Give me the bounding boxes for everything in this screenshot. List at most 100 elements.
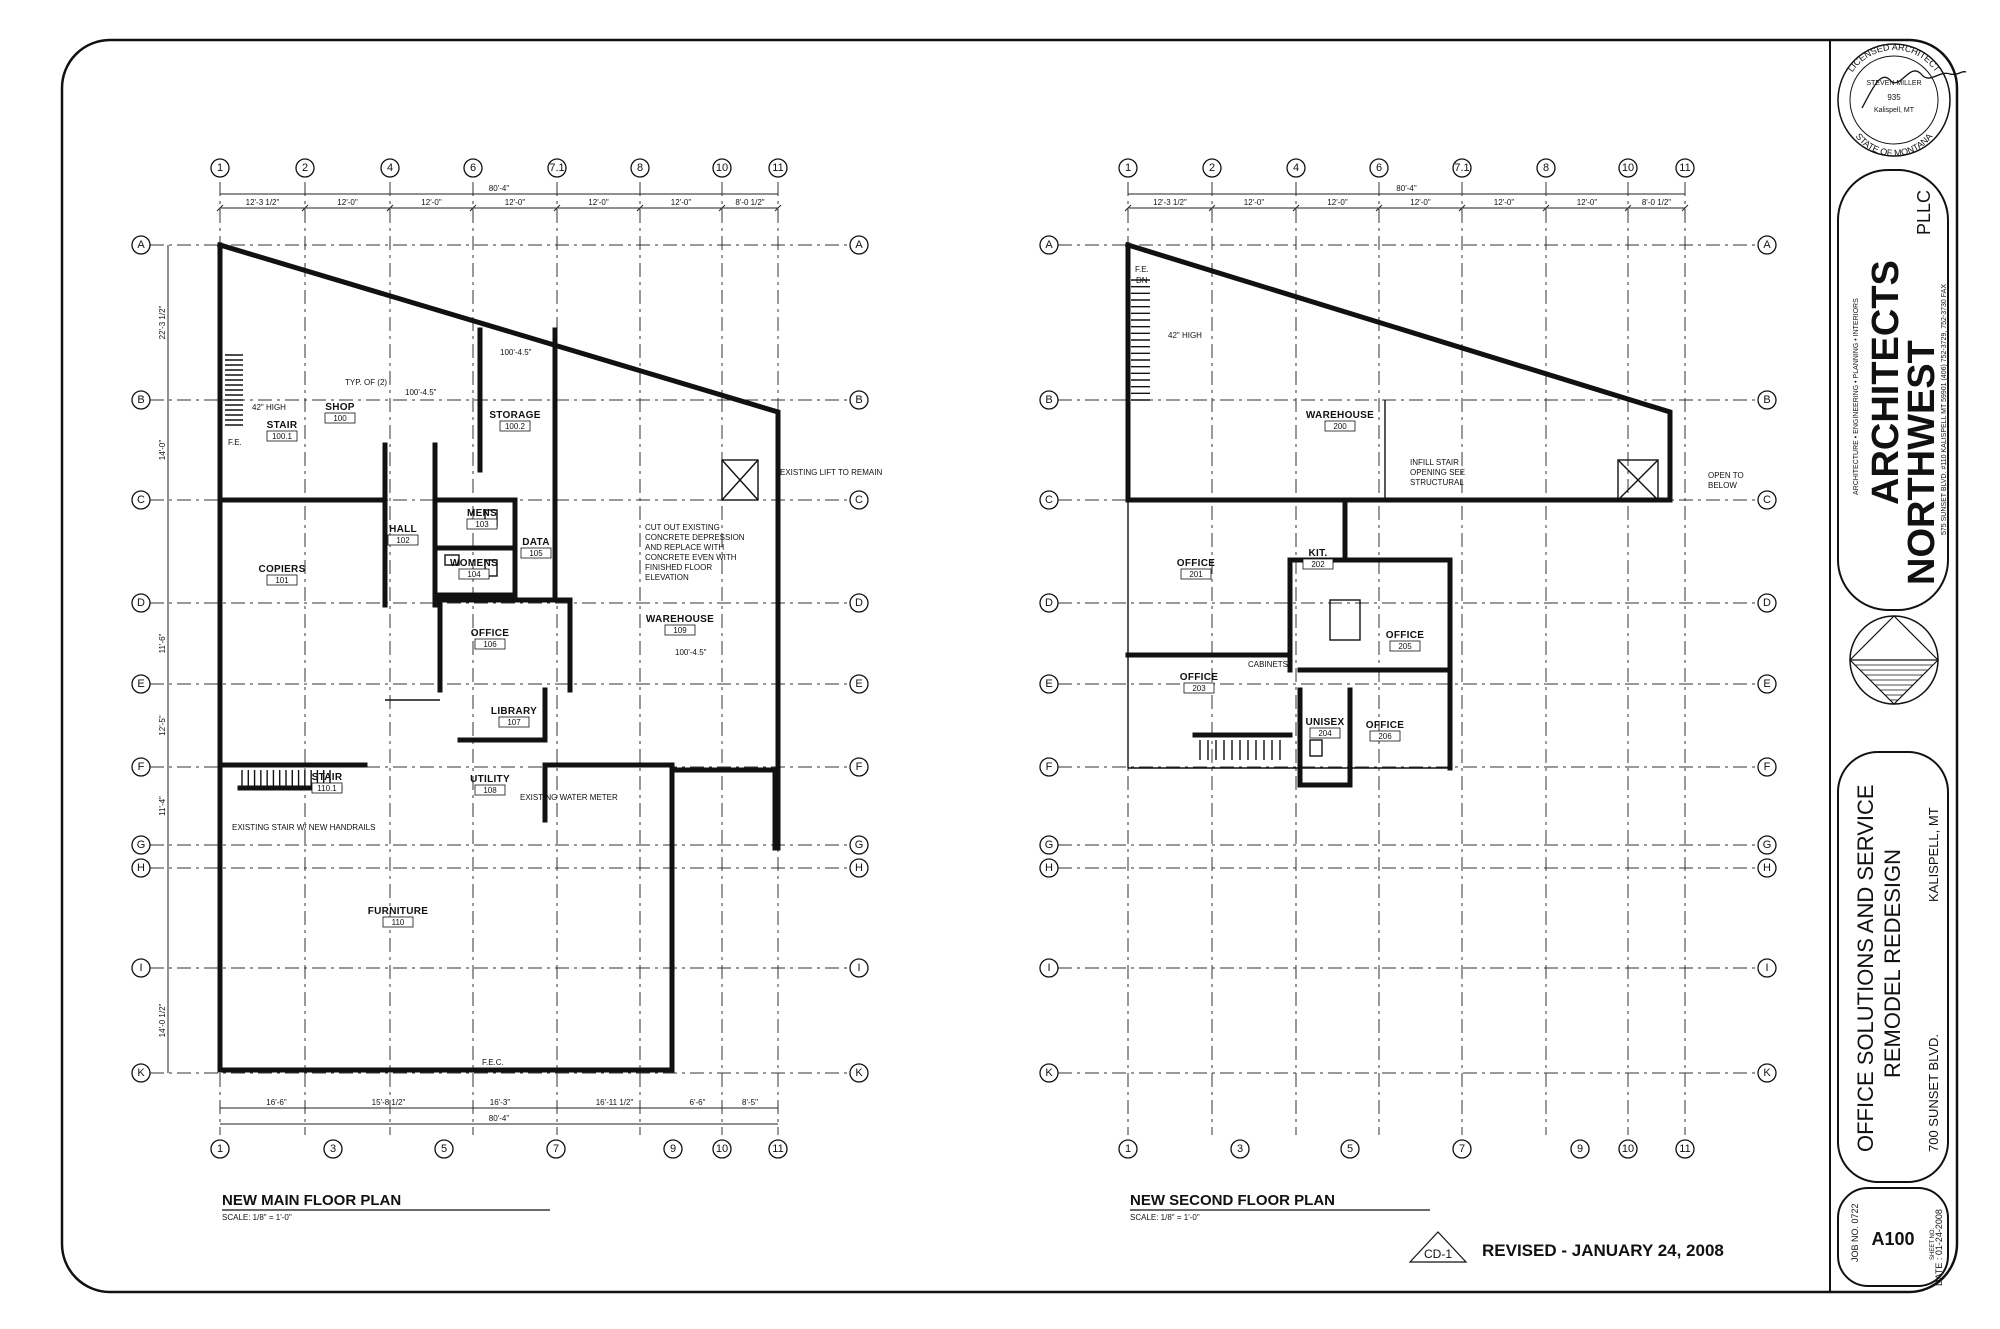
grid-label-row: H xyxy=(1045,862,1053,874)
note-existing-stair: EXISTING STAIR W/ NEW HANDRAILS xyxy=(232,823,375,832)
note-line: OPEN TO xyxy=(1708,471,1744,480)
dimension-tick xyxy=(1458,204,1466,212)
note-cabinets: CABINETS xyxy=(1248,660,1288,669)
grid-label-row-right: K xyxy=(1763,1067,1771,1079)
grid-bubble xyxy=(463,158,483,178)
room-number: 205 xyxy=(1398,642,1412,651)
note-elevation-shop: 100'-4.5" xyxy=(405,388,437,397)
room-name: COPIERS xyxy=(258,564,305,575)
grid-bubble xyxy=(434,1139,454,1159)
grid-bubble xyxy=(768,158,788,178)
grid-label-row: E xyxy=(1045,678,1052,690)
note-42-high: 42" HIGH xyxy=(252,403,286,412)
room-number-box xyxy=(382,916,414,928)
svg-text:STATE OF MONTANA: STATE OF MONTANA xyxy=(1854,131,1934,158)
grid-label-row-right: I xyxy=(1765,962,1768,974)
room-number-box xyxy=(474,638,506,650)
grid-label-row: A xyxy=(137,239,145,251)
grid-label-column-bottom: 3 xyxy=(1237,1143,1243,1155)
revision-tag: CD-1 xyxy=(1424,1247,1452,1261)
grid-label-row-right: G xyxy=(1763,839,1772,851)
room-number-box xyxy=(458,568,490,580)
title-block: LICENSED ARCHITECT STATE OF MONTANA STEV… xyxy=(1837,42,1967,1287)
room-number: 204 xyxy=(1318,729,1332,738)
grid-label-column-bottom: 1 xyxy=(217,1143,223,1155)
room-number-box xyxy=(266,430,298,442)
grid-bubble xyxy=(1757,674,1777,694)
grid-bubble xyxy=(1039,593,1059,613)
room-number: 202 xyxy=(1311,560,1325,569)
dimension-text: 12'-3 1/2" xyxy=(1153,198,1187,207)
dimension-text-side: 11'-6" xyxy=(158,633,167,653)
note-fe: F.E. xyxy=(228,438,242,447)
room-name: WOMENS xyxy=(450,558,498,569)
grid-bubble xyxy=(1757,958,1777,978)
grid-label-row: E xyxy=(137,678,144,690)
room-name: UNISEX xyxy=(1305,717,1344,728)
firm-logo xyxy=(1849,615,1939,705)
grid-label-column: 6 xyxy=(1376,162,1382,174)
room-name: STAIR xyxy=(312,772,343,783)
room-number: 206 xyxy=(1378,732,1392,741)
room-name: WAREHOUSE xyxy=(1306,410,1374,421)
grid-bubble xyxy=(1452,158,1472,178)
grid-label-column-bottom: 9 xyxy=(670,1143,676,1155)
grid-bubble xyxy=(712,158,732,178)
grid-bubble xyxy=(131,390,151,410)
grid-label-row: D xyxy=(1045,597,1053,609)
existing-lift xyxy=(721,459,759,501)
grid-label-column: 4 xyxy=(387,162,393,174)
dimension-tick xyxy=(1124,204,1132,212)
grid-label-row-right: B xyxy=(855,394,862,406)
room-number-box xyxy=(664,624,696,636)
room-number: 200 xyxy=(1333,422,1347,431)
room-number: 105 xyxy=(529,549,543,558)
seal-city: Kalispell, MT xyxy=(1874,107,1915,114)
grid-bubble xyxy=(849,674,869,694)
grid-label-row: D xyxy=(137,597,145,609)
grid-label-row-right: B xyxy=(1763,394,1770,406)
grid-label-column: 2 xyxy=(1209,162,1215,174)
grid-label-row: B xyxy=(137,394,144,406)
room-number: 100.2 xyxy=(505,422,526,431)
grid-label-column: 11 xyxy=(1679,162,1690,174)
grid-label-column: 11 xyxy=(772,162,783,174)
room-number-box xyxy=(1183,682,1215,694)
dimension-text-bottom: 16'-11 1/2" xyxy=(596,1098,634,1107)
grid-label-column: 10 xyxy=(1622,162,1634,174)
note-elevation: 100'-4.5" xyxy=(675,648,707,657)
dimension-text: 12'-0" xyxy=(421,198,442,207)
room-name: OFFICE xyxy=(1180,672,1218,683)
grid-label-column-bottom: 3 xyxy=(330,1143,336,1155)
grid-label-row: I xyxy=(1047,962,1050,974)
grid-label-row: G xyxy=(137,839,146,851)
grid-label-row-right: A xyxy=(855,239,863,251)
grid-label-row: F xyxy=(138,761,145,773)
note-existing-lift: EXISTING LIFT TO REMAIN xyxy=(780,468,882,477)
grid-label-column-bottom: 7 xyxy=(1459,1143,1465,1155)
room-number-box xyxy=(1324,420,1356,432)
kitchen-counter xyxy=(1329,599,1361,641)
grid-bubble xyxy=(210,158,230,178)
room-name: HALL xyxy=(389,524,417,535)
second-plan-scale: SCALE: 1/8" = 1'-0" xyxy=(1130,1213,1200,1222)
grid-label-row-right: I xyxy=(857,962,860,974)
grid-bubble xyxy=(663,1139,683,1159)
grid-bubble xyxy=(131,235,151,255)
room-number-box xyxy=(266,574,298,586)
room-number-box xyxy=(387,534,419,546)
dimension-text-side: 11'-4" xyxy=(158,796,167,816)
note-second-fe: F.E. xyxy=(1135,265,1149,274)
room-number-box xyxy=(520,547,552,559)
room-number: 103 xyxy=(475,520,489,529)
room-number-box xyxy=(1180,568,1212,580)
grid-label-column-bottom: 7 xyxy=(553,1143,559,1155)
grid-label-row: K xyxy=(1045,1067,1053,1079)
grid-bubble xyxy=(1757,593,1777,613)
grid-bubble xyxy=(630,158,650,178)
dimension-text: 12'-3 1/2" xyxy=(246,198,280,207)
sink-fixture xyxy=(444,554,460,566)
grid-bubble xyxy=(131,858,151,878)
open-to-below xyxy=(1617,459,1659,501)
grid-label-column: 8 xyxy=(1543,162,1549,174)
